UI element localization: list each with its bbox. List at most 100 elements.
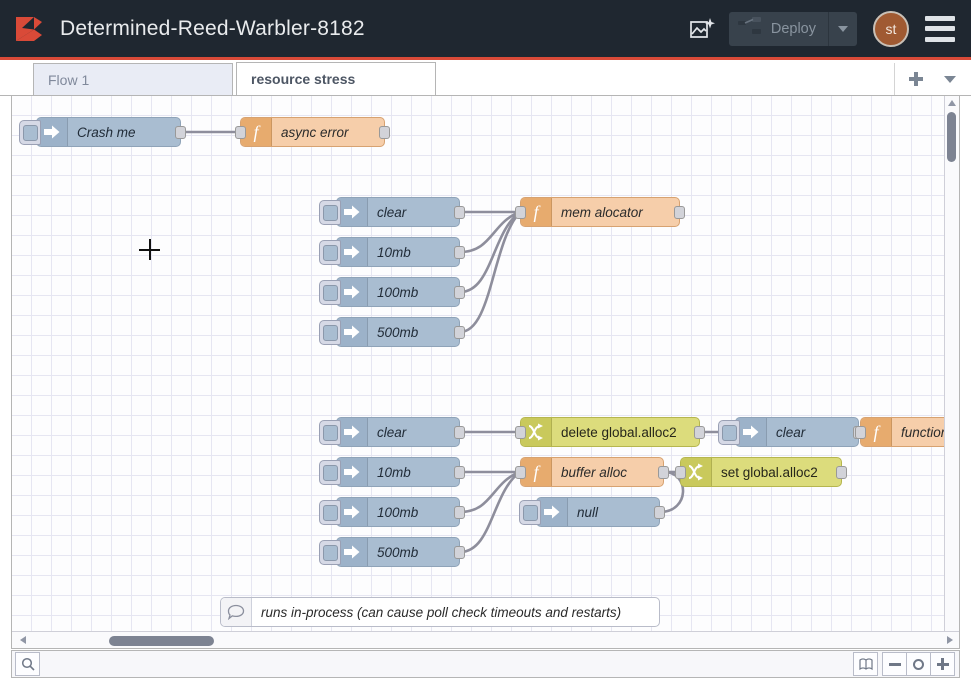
- vertical-scrollbar[interactable]: [944, 96, 959, 632]
- zoom-out-button[interactable]: [882, 652, 907, 676]
- inject-trigger-button[interactable]: [319, 420, 341, 445]
- inject-trigger-button[interactable]: [319, 540, 341, 565]
- inject-trigger-button[interactable]: [319, 320, 341, 345]
- inject-arrow-icon: [537, 498, 568, 526]
- flow-list-button[interactable]: [933, 64, 967, 94]
- inject-trigger-button[interactable]: [19, 120, 41, 145]
- inject-arrow-icon: [337, 538, 368, 566]
- inject-trigger-button[interactable]: [519, 500, 541, 525]
- inject-arrow-icon: [337, 238, 368, 266]
- inject-trigger-button[interactable]: [319, 240, 341, 265]
- inject-arrow-icon: [337, 278, 368, 306]
- node-label: null: [568, 498, 608, 526]
- node-input-port[interactable]: [515, 426, 526, 439]
- deploy-button-group[interactable]: Deploy: [729, 12, 857, 46]
- node-input-port[interactable]: [235, 126, 246, 139]
- node-output-port[interactable]: [454, 326, 465, 339]
- inject-trigger-button[interactable]: [319, 460, 341, 485]
- node-output-port[interactable]: [674, 206, 685, 219]
- deploy-dropdown-button[interactable]: [828, 12, 857, 46]
- node-output-port[interactable]: [694, 426, 705, 439]
- comment-bubble-icon: [227, 604, 245, 620]
- inject-arrow-icon: [543, 504, 561, 520]
- node-input-port[interactable]: [515, 206, 526, 219]
- search-button[interactable]: [15, 652, 40, 676]
- wire[interactable]: [460, 212, 520, 332]
- node-async-error[interactable]: fasync error: [240, 117, 385, 147]
- inject-trigger-button[interactable]: [319, 280, 341, 305]
- horizontal-scroll-thumb[interactable]: [109, 636, 214, 646]
- node-output-port[interactable]: [454, 506, 465, 519]
- node-output-port[interactable]: [454, 246, 465, 259]
- node-null-inject[interactable]: null: [536, 497, 660, 527]
- zoom-reset-button[interactable]: [906, 652, 931, 676]
- inject-trigger-button[interactable]: [319, 500, 341, 525]
- node-output-port[interactable]: [379, 126, 390, 139]
- node-comment-note[interactable]: runs in-process (can cause poll check ti…: [220, 597, 660, 627]
- node-output-port[interactable]: [454, 546, 465, 559]
- inject-arrow-icon: [343, 324, 361, 340]
- node-label: function: [892, 418, 944, 446]
- node-output-port[interactable]: [454, 426, 465, 439]
- node-10mb-2[interactable]: 10mb: [336, 457, 460, 487]
- inject-arrow-icon: [742, 424, 760, 440]
- inject-arrow-icon: [337, 198, 368, 226]
- node-clear-3[interactable]: clear: [735, 417, 859, 447]
- function-f-icon: f: [528, 202, 544, 222]
- node-500mb-2[interactable]: 500mb: [336, 537, 460, 567]
- wire[interactable]: [460, 472, 520, 552]
- zoom-in-button[interactable]: [930, 652, 955, 676]
- node-label: 100mb: [368, 278, 428, 306]
- node-output-port[interactable]: [454, 466, 465, 479]
- tab-flow-1[interactable]: Flow 1: [33, 63, 233, 95]
- node-output-port[interactable]: [654, 506, 665, 519]
- footer-right-group: [853, 652, 955, 676]
- tab-label: Flow 1: [48, 72, 89, 88]
- node-100mb-2[interactable]: 100mb: [336, 497, 460, 527]
- avatar[interactable]: st: [873, 11, 909, 47]
- node-buffer-alloc[interactable]: fbuffer alloc: [520, 457, 664, 487]
- node-set-alloc2[interactable]: set global.alloc2: [680, 457, 842, 487]
- node-output-port[interactable]: [454, 286, 465, 299]
- zoom-controls: [883, 652, 955, 676]
- arrow-left-icon[interactable]: [20, 636, 26, 644]
- node-output-port[interactable]: [836, 466, 847, 479]
- arrow-up-icon[interactable]: [948, 100, 956, 106]
- node-output-port[interactable]: [658, 466, 669, 479]
- navigator-button[interactable]: [853, 652, 878, 676]
- node-input-port[interactable]: [675, 466, 686, 479]
- node-clear-1[interactable]: clear: [336, 197, 460, 227]
- node-10mb-1[interactable]: 10mb: [336, 237, 460, 267]
- node-crash-me[interactable]: Crash me: [36, 117, 181, 147]
- arrow-right-icon[interactable]: [947, 636, 953, 644]
- deploy-button[interactable]: Deploy: [729, 12, 828, 46]
- node-100mb-1[interactable]: 100mb: [336, 277, 460, 307]
- node-500mb-1[interactable]: 500mb: [336, 317, 460, 347]
- node-mem-alocator[interactable]: fmem alocator: [520, 197, 680, 227]
- wire[interactable]: [460, 212, 520, 292]
- node-function-node[interactable]: ffunction: [860, 417, 944, 447]
- node-input-port[interactable]: [515, 466, 526, 479]
- wire[interactable]: [460, 472, 520, 512]
- inject-trigger-button[interactable]: [718, 420, 740, 445]
- inject-trigger-button[interactable]: [319, 200, 341, 225]
- vertical-scroll-thumb[interactable]: [947, 112, 956, 162]
- horizontal-scrollbar[interactable]: [12, 631, 960, 648]
- tab-resource-stress[interactable]: resource stress: [236, 62, 436, 95]
- node-input-port[interactable]: [855, 426, 866, 439]
- image-sparkle-icon[interactable]: [683, 10, 721, 48]
- zoom-reset-icon: [913, 659, 924, 670]
- hamburger-menu-icon[interactable]: [925, 16, 955, 42]
- node-clear-2[interactable]: clear: [336, 417, 460, 447]
- add-flow-button[interactable]: [899, 64, 933, 94]
- wire-layer: [12, 96, 944, 632]
- flow-tabbar: Flow 1 resource stress: [0, 63, 971, 96]
- node-delete-alloc2[interactable]: delete global.alloc2: [520, 417, 700, 447]
- node-output-port[interactable]: [175, 126, 186, 139]
- flow-workspace[interactable]: Crash me fasync error clear 10mb 100mb 500mb f…: [11, 96, 960, 649]
- node-output-port[interactable]: [454, 206, 465, 219]
- deploy-node-icon: [738, 17, 762, 40]
- wire[interactable]: [460, 212, 520, 252]
- svg-text:f: f: [533, 202, 541, 222]
- flow-canvas[interactable]: Crash me fasync error clear 10mb 100mb 500mb f…: [12, 96, 944, 632]
